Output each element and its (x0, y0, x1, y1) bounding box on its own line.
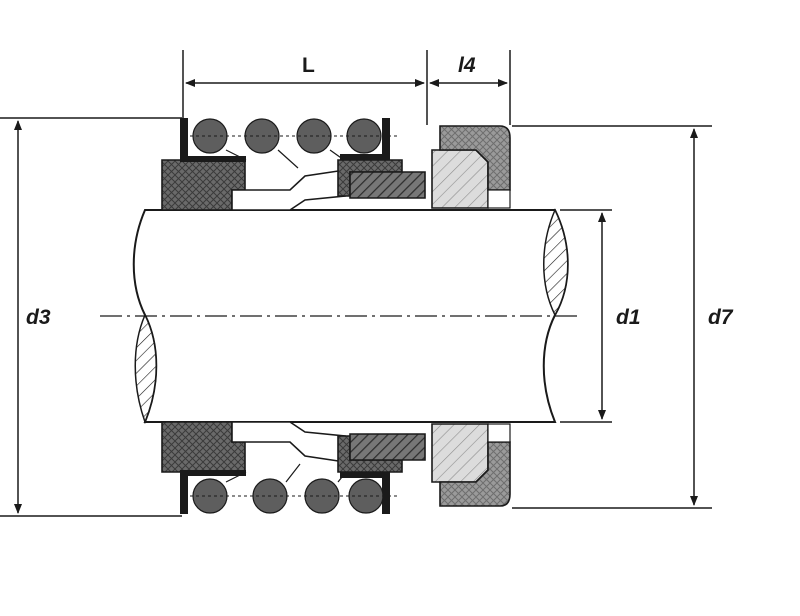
label-d7: d7 (708, 306, 734, 329)
spring-coil-back (225, 463, 347, 483)
label-d3: d3 (26, 306, 51, 329)
spring-retainer-bottom (180, 470, 246, 514)
seat-gasket-bottom (439, 441, 511, 507)
label-l4: l4 (458, 54, 476, 77)
dimension-lines (0, 50, 712, 517)
seal-top-half (161, 118, 511, 211)
bellows-boot-top (231, 169, 346, 211)
seat-gasket-top (439, 125, 511, 191)
stationary-seat-top (431, 149, 489, 209)
spring-retainer-top (180, 118, 246, 162)
label-L: L (302, 54, 315, 77)
label-d1: d1 (616, 306, 641, 329)
shaft-break-left (134, 313, 157, 425)
front-retainer-top (340, 118, 390, 160)
spring-coil-back (225, 149, 345, 169)
seat-gasket-base-top (487, 189, 511, 209)
seat-gasket-base-bottom (487, 423, 511, 443)
spring-coil (296, 118, 332, 154)
rotary-face-top (349, 171, 426, 199)
seal-bottom-half (161, 421, 511, 514)
front-retainer-bottom (340, 472, 390, 514)
rotary-face-bottom (349, 433, 426, 461)
stationary-seat-bottom (431, 423, 489, 483)
bellows-boot-bottom (231, 421, 346, 463)
shaft (100, 208, 580, 425)
shaft-break-right (543, 208, 569, 317)
